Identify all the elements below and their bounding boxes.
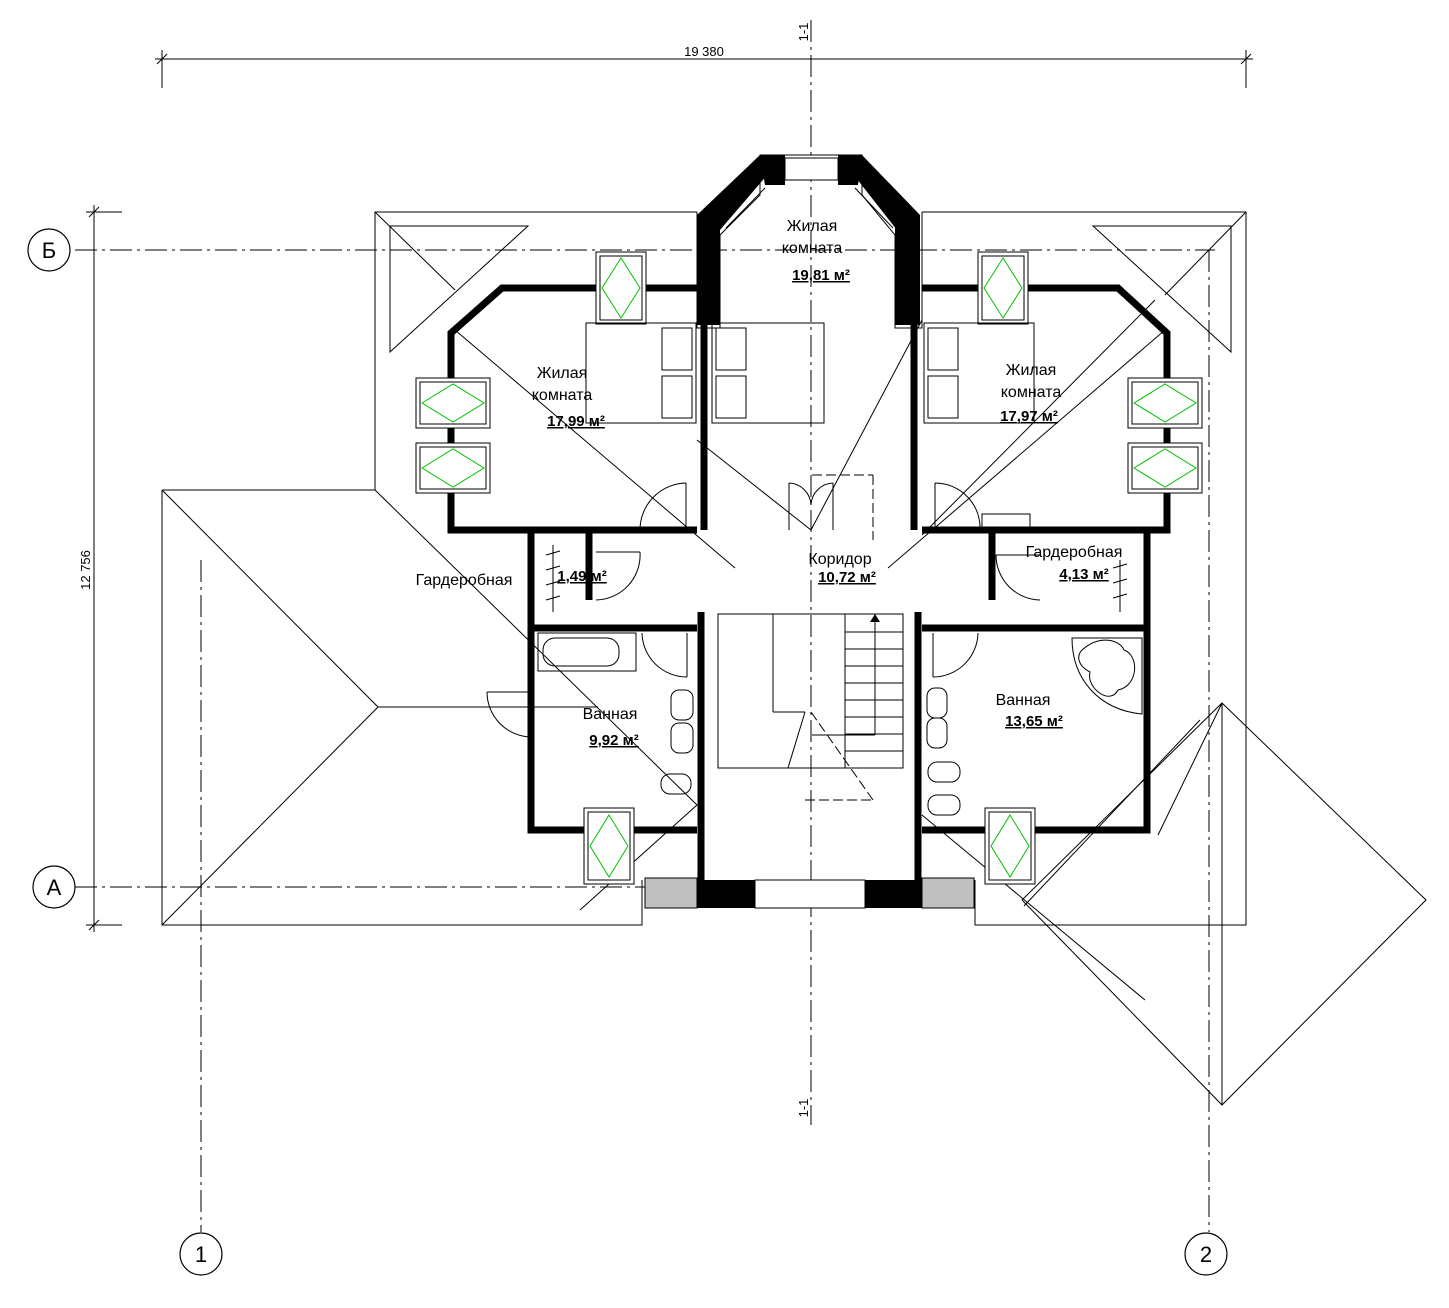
room-name: Ванная (583, 706, 638, 723)
window-right-1 (1127, 377, 1203, 429)
width-dimension-label: 19 380 (684, 44, 724, 59)
axis-bubble-col-right: 2 (1184, 1232, 1228, 1276)
wardrobe-marks (545, 545, 1128, 612)
room-name-line1: Жилая (537, 365, 588, 382)
dimension-height: 12 756 (78, 205, 122, 932)
room-area: 13,65 м² (1005, 713, 1063, 730)
room-name: Гардеробная (1026, 544, 1123, 561)
axis-label-col-left: 1 (195, 1242, 207, 1267)
section-mark-top: 1-1 (796, 23, 811, 42)
room-labels: Жилая комната 19,81 м² Жилая комната 17,… (416, 218, 1123, 749)
window-left-top (595, 251, 647, 325)
room-name-line1: Жилая (787, 218, 838, 235)
room-name-line1: Жилая (1006, 362, 1057, 379)
windows (415, 251, 1203, 885)
axis-bubble-col-left: 1 (179, 1232, 223, 1276)
room-area: 9,92 м² (589, 732, 638, 749)
window-left-2 (415, 442, 491, 494)
room-area: 17,97 м² (1000, 408, 1058, 425)
window-right-top (977, 251, 1029, 325)
room-area: 10,72 м² (818, 569, 876, 586)
bay-window (696, 154, 923, 329)
axis-label-row-top: Б (42, 238, 56, 263)
doors (486, 482, 1041, 738)
window-bottom-left (583, 807, 635, 885)
walls (447, 284, 1171, 889)
room-area: 4,13 м² (1059, 566, 1108, 583)
window-left-1 (415, 377, 491, 429)
window-bottom-right (984, 807, 1036, 885)
axis-label-row-bottom: А (47, 875, 62, 900)
axis-label-col-right: 2 (1200, 1242, 1212, 1267)
room-name-line2: комната (532, 387, 593, 404)
room-name: Гардеробная (416, 572, 513, 589)
height-dimension-label: 12 756 (78, 550, 93, 590)
room-name: Коридор (808, 551, 871, 568)
room-name: Ванная (996, 692, 1051, 709)
roof-outline (161, 211, 1427, 1106)
room-area: 17,99 м² (547, 413, 605, 430)
axis-bubble-row-top: Б (27, 228, 71, 272)
section-mark-bottom: 1-1 (796, 1099, 811, 1118)
dimension-width: 19 380 (155, 44, 1253, 88)
window-right-2 (1127, 442, 1203, 494)
room-area: 1,49 м² (557, 568, 606, 585)
axis-bubble-row-bottom: А (32, 865, 76, 909)
furniture (537, 322, 1143, 816)
room-name-line2: комната (782, 240, 843, 257)
room-area: 19,81 м² (792, 267, 850, 284)
room-name-line2: комната (1001, 384, 1062, 401)
axis-lines (75, 20, 1215, 1232)
